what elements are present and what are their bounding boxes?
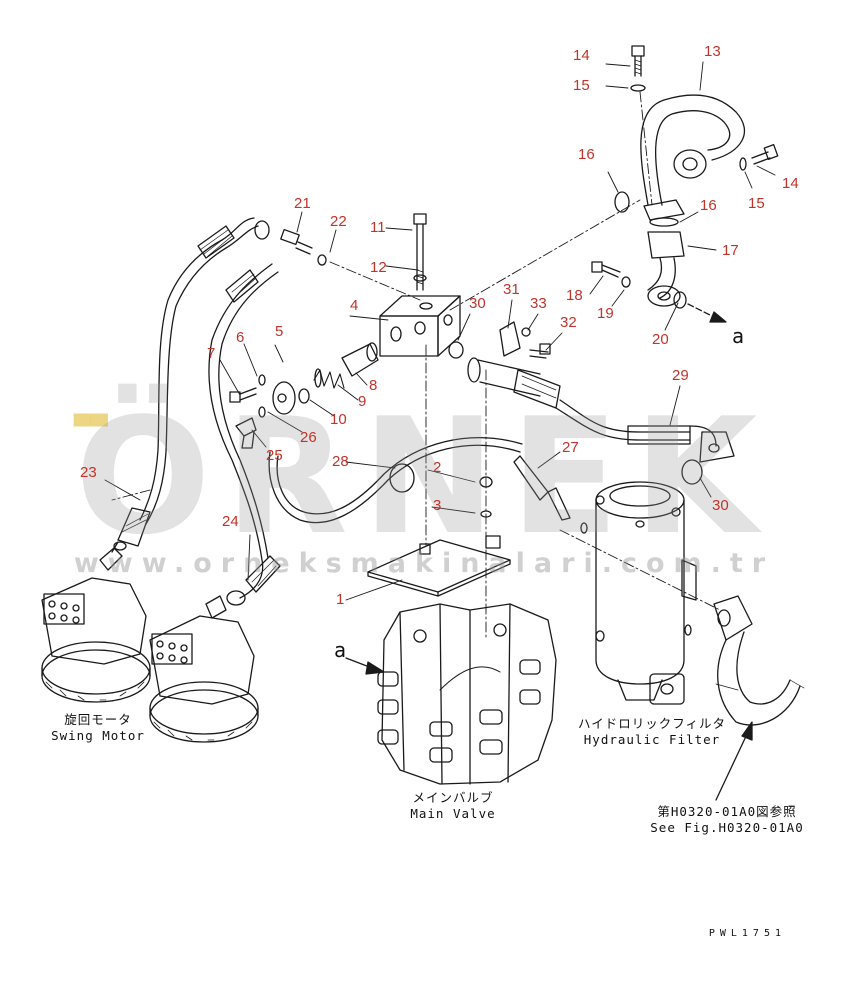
reference-a-left: a xyxy=(334,638,347,662)
pipe-13 xyxy=(640,94,746,221)
hose-23 xyxy=(113,217,270,551)
reference-a-top: a xyxy=(732,324,745,348)
swing-motor-caption: 旋回モータ Swing Motor xyxy=(46,712,150,743)
see-figure-caption-en: See Fig.H0320-01A0 xyxy=(650,819,804,835)
callout-24: 24 xyxy=(222,513,239,530)
callout-2: 2 xyxy=(433,459,442,476)
bolt-14-top xyxy=(630,45,646,92)
callout-22: 22 xyxy=(330,213,347,230)
callout-14b: 14 xyxy=(782,175,799,192)
callout-15b: 15 xyxy=(748,195,765,212)
arrow-a-right xyxy=(687,303,727,323)
see-figure-caption-jp: 第H0320-01A0図参照 xyxy=(657,804,797,819)
main-valve-caption-jp: メインバルブ xyxy=(412,790,494,805)
hydraulic-filter xyxy=(595,459,703,705)
fitting-21 xyxy=(280,228,327,266)
block-4 xyxy=(229,213,464,449)
hose-24 xyxy=(208,263,281,606)
filter-caption-en: Hydraulic Filter xyxy=(583,731,721,747)
callout-19: 19 xyxy=(597,305,614,322)
elbow-17 xyxy=(591,191,687,309)
callout-23: 23 xyxy=(80,464,97,481)
routing-lines xyxy=(111,91,721,641)
callout-13: 13 xyxy=(704,43,721,60)
watermark-url: www.orneksmakinalari.com.tr xyxy=(73,548,775,579)
plate-1 xyxy=(367,476,511,597)
callout-18: 18 xyxy=(566,287,583,304)
callout-16a: 16 xyxy=(578,146,595,163)
pipe-29 xyxy=(467,321,735,463)
arrow-a-left xyxy=(345,657,385,675)
callout-21: 21 xyxy=(294,195,311,212)
main-valve-caption: メインバルブ Main Valve xyxy=(398,790,508,821)
pipe-lower-right xyxy=(713,595,805,801)
callout-28: 28 xyxy=(332,453,349,470)
callout-3: 3 xyxy=(433,497,442,514)
callout-12: 12 xyxy=(370,259,387,276)
callout-10: 10 xyxy=(330,411,347,428)
callout-16b: 16 xyxy=(700,197,717,214)
swing-motor-caption-en: Swing Motor xyxy=(51,727,145,743)
filter-caption: ハイドロリックフィルタ Hydraulic Filter xyxy=(572,716,732,747)
callout-31: 31 xyxy=(503,281,520,298)
callout-8: 8 xyxy=(369,377,378,394)
bolt-14-right xyxy=(739,144,779,171)
drawing-code: PWL1751 xyxy=(708,928,786,939)
callout-15a: 15 xyxy=(573,77,590,94)
leader-lines xyxy=(104,61,776,601)
swing-motor-right xyxy=(149,595,259,743)
callout-26: 26 xyxy=(300,429,317,446)
callout-1: 1 xyxy=(336,591,345,608)
callout-32: 32 xyxy=(560,314,577,331)
callout-33: 33 xyxy=(530,295,547,312)
watermark-dots: ▄▄ xyxy=(74,402,108,427)
callout-20: 20 xyxy=(652,331,669,348)
callout-4: 4 xyxy=(350,297,359,314)
swing-motor-caption-jp: 旋回モータ xyxy=(64,712,132,727)
callout-9: 9 xyxy=(358,393,367,410)
main-valve-caption-en: Main Valve xyxy=(410,805,496,821)
hose-27 xyxy=(268,437,588,534)
callout-7: 7 xyxy=(207,345,216,362)
callout-30b: 30 xyxy=(712,497,729,514)
watermark-brand: ÖRNEK xyxy=(74,383,772,570)
main-valve xyxy=(377,603,557,785)
callout-29: 29 xyxy=(672,367,689,384)
filter-caption-jp: ハイドロリックフィルタ xyxy=(577,716,726,731)
callout-17: 17 xyxy=(722,242,739,259)
callout-25: 25 xyxy=(266,447,283,464)
callout-30a: 30 xyxy=(469,295,486,312)
swing-motor-left xyxy=(41,541,151,703)
callout-11: 11 xyxy=(370,219,386,236)
callout-14a: 14 xyxy=(573,47,590,64)
callout-5: 5 xyxy=(275,323,284,340)
callout-27: 27 xyxy=(562,439,579,456)
callout-6: 6 xyxy=(236,329,245,346)
see-figure-caption: 第H0320-01A0図参照 See Fig.H0320-01A0 xyxy=(642,804,812,835)
